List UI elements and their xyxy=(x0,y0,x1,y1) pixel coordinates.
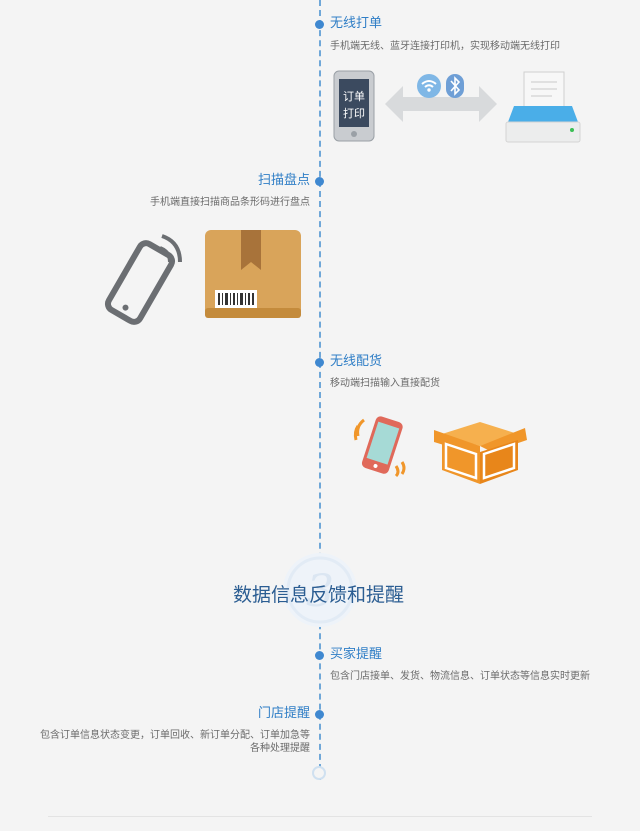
timeline-dot xyxy=(315,710,324,719)
section-number: 3 xyxy=(306,566,334,617)
timeline-dot xyxy=(315,358,324,367)
phone-scan-icon xyxy=(100,226,190,330)
reminder-desc-store-line2: 各种处理提醒 xyxy=(250,743,310,754)
section-number-badge: 3 xyxy=(282,552,358,628)
timeline-end-ring xyxy=(312,766,326,780)
phone-text-line1: 订单 xyxy=(343,90,365,103)
feature-title-scan-count: 扫描盘点 xyxy=(257,173,310,188)
footer-divider xyxy=(48,816,592,817)
reminder-title-store: 门店提醒 xyxy=(257,706,310,721)
timeline-line xyxy=(319,0,321,780)
reminder-title-buyer: 买家提醒 xyxy=(330,647,383,662)
bluetooth-icon xyxy=(446,74,464,98)
printer-icon xyxy=(504,70,582,144)
double-arrow-icon xyxy=(385,82,497,126)
phone-orange-icon xyxy=(352,412,410,480)
barcode-box-icon xyxy=(205,230,301,320)
reminder-desc-buyer: 包含门店接单、发货、物流信息、订单状态等信息实时更新 xyxy=(330,671,590,682)
phone-text-line2: 打印 xyxy=(343,106,365,120)
feature-desc-wireless-distribution: 移动端扫描输入直接配货 xyxy=(330,378,440,389)
timeline-dot xyxy=(315,651,324,660)
open-box-icon xyxy=(432,412,527,486)
section-title: 数据信息反馈和提醒 xyxy=(233,584,405,606)
wifi-icon xyxy=(417,74,441,98)
timeline-dot xyxy=(315,20,324,29)
feature-desc-scan-count: 手机端直接扫描商品条形码进行盘点 xyxy=(150,197,310,208)
feature-title-wireless-distribution: 无线配货 xyxy=(330,354,383,369)
feature-desc-wireless-print: 手机端无线、蓝牙连接打印机，实现移动端无线打印 xyxy=(330,41,560,52)
reminder-desc-store-line1: 包含订单信息状态变更，订单回收、新订单分配、订单加急等 xyxy=(40,730,310,741)
feature-title-wireless-print: 无线打单 xyxy=(330,16,383,31)
timeline-dot xyxy=(315,177,324,186)
phone-print-icon: 订单 打印 xyxy=(333,70,375,142)
